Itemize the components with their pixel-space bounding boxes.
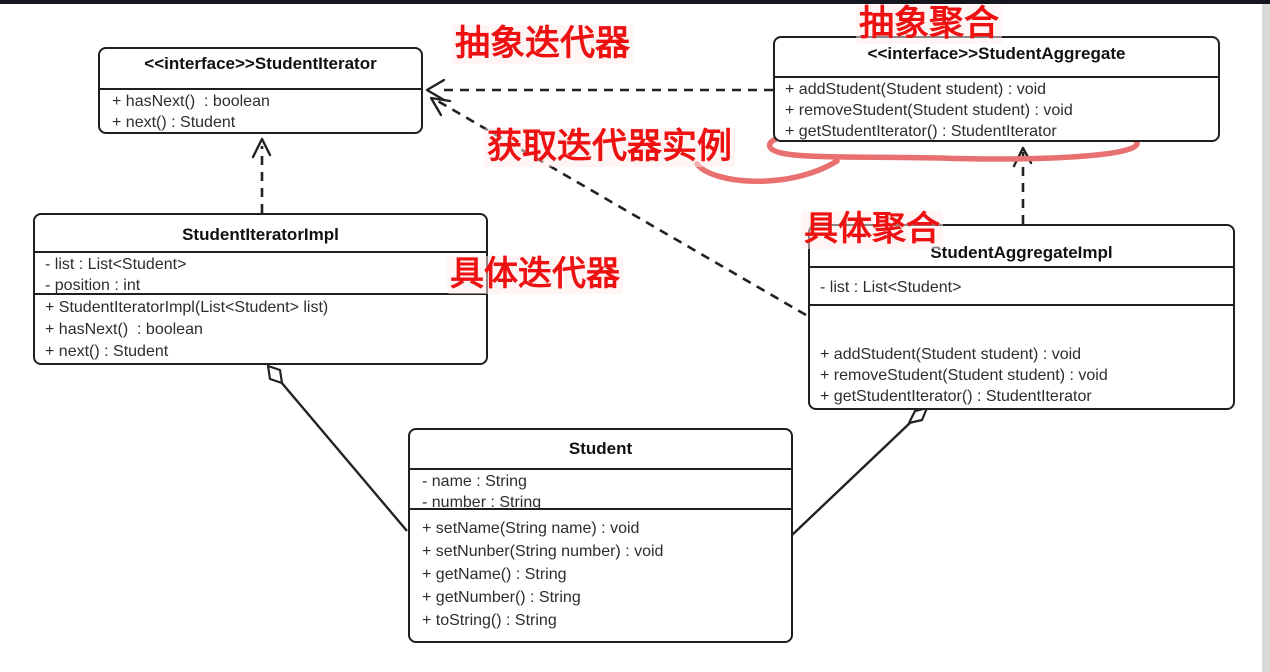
attr-list: - list : List<Student> — [45, 256, 187, 273]
method-next: + next() : Student — [112, 114, 236, 131]
realization-arrowhead-aggregate — [1012, 146, 1033, 168]
class-box-student-iterator: <<interface>>StudentIterator + hasNext()… — [98, 47, 423, 134]
annotation-get-iterator-instance: 获取迭代器实例 — [484, 128, 736, 167]
method-get-number: + getNumber() : String — [422, 589, 581, 606]
top-edge-bar — [0, 0, 1270, 4]
aggregation-diamond-iterator-impl — [266, 364, 284, 385]
attr-position: - position : int — [45, 277, 141, 294]
method-next: + next() : Student — [45, 343, 169, 360]
class-box-student-iterator-impl: StudentIteratorImpl - list : List<Studen… — [33, 213, 488, 365]
right-edge-strip — [1262, 0, 1270, 672]
method-get-student-iterator: + getStudentIterator() : StudentIterator — [785, 123, 1057, 140]
method-add-student: + addStudent(Student student) : void — [820, 346, 1082, 363]
method-to-string: + toString() : String — [422, 612, 557, 629]
class-title-student-iterator-impl: StudentIteratorImpl — [35, 215, 486, 253]
dependency-arrowhead-diagonal — [429, 96, 452, 117]
method-set-name: + setName(String name) : void — [422, 520, 640, 537]
attr-number: - number : String — [422, 494, 542, 510]
aggregation-line-iterator-impl-student — [280, 381, 408, 532]
method-has-next: + hasNext() : boolean — [112, 93, 270, 110]
aggregation-line-aggregate-impl-student — [790, 420, 913, 537]
class-box-student-aggregate: <<interface>>StudentAggregate + addStude… — [773, 36, 1220, 142]
method-add-student: + addStudent(Student student) : void — [785, 81, 1047, 98]
realization-arrowhead-iterator — [251, 137, 272, 159]
class-title-student-aggregate: <<interface>>StudentAggregate — [775, 38, 1218, 78]
method-constructor: + StudentIteratorImpl(List<Student> list… — [45, 299, 329, 316]
class-title-student: Student — [410, 430, 791, 470]
method-has-next: + hasNext() : boolean — [45, 321, 203, 338]
class-box-student: Student - name : String - number : Strin… — [408, 428, 793, 643]
annotation-concrete-iterator: 具体迭代器 — [447, 256, 623, 294]
class-title-student-aggregate-impl: StudentAggregateImpl — [810, 226, 1233, 268]
method-get-name: + getName() : String — [422, 566, 567, 583]
annotation-concrete-aggregate: 具体聚合 — [801, 211, 943, 249]
aggregation-diamond-aggregate-impl — [907, 406, 929, 425]
method-get-student-iterator: + getStudentIterator() : StudentIterator — [820, 388, 1092, 405]
annotation-abstract-aggregate: 抽象聚合 — [856, 5, 1003, 44]
dependency-arrowhead-horizontal — [425, 78, 446, 102]
attr-name: - name : String — [422, 473, 527, 490]
attr-list: - list : List<Student> — [820, 279, 962, 296]
class-title-student-iterator: <<interface>>StudentIterator — [100, 49, 421, 90]
method-remove-student: + removeStudent(Student student) : void — [820, 367, 1108, 384]
method-remove-student: + removeStudent(Student student) : void — [785, 102, 1073, 119]
method-set-number: + setNunber(String number) : void — [422, 543, 664, 560]
class-box-student-aggregate-impl: StudentAggregateImpl - list : List<Stude… — [808, 224, 1235, 410]
annotation-abstract-iterator: 抽象迭代器 — [452, 25, 634, 64]
